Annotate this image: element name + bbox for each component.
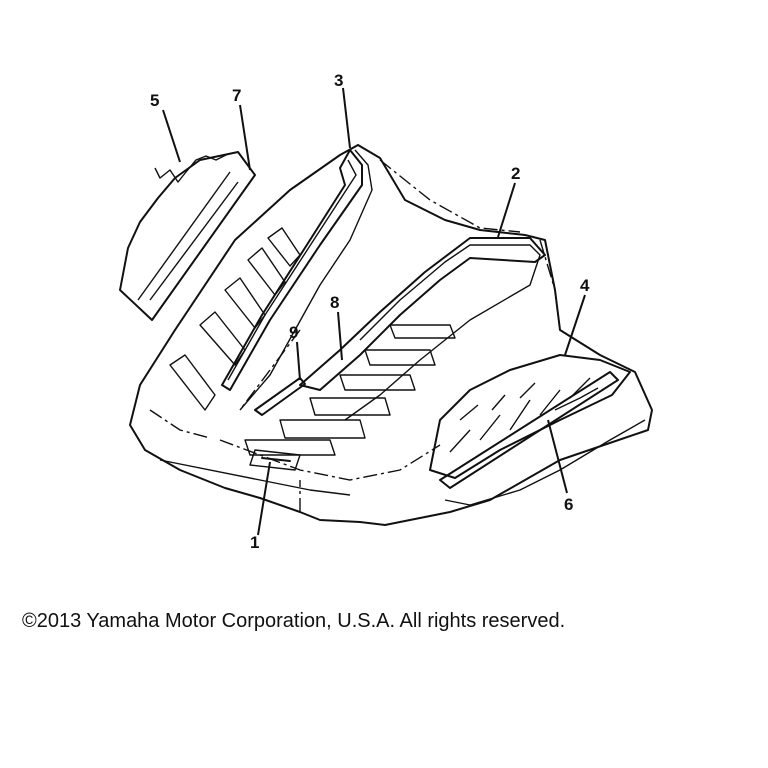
side-decal-part [119,151,256,321]
callout-6: 6 [564,495,573,514]
callout-7: 7 [232,86,241,105]
leader-lines [162,87,586,536]
callout-3: 3 [334,71,343,90]
callout-2: 2 [511,164,520,183]
center-vent-slats [244,324,456,456]
callout-5: 5 [150,91,159,110]
small-emblem-strip [254,377,306,416]
copyright-notice: ©2013 Yamaha Motor Corporation, U.S.A. A… [22,610,566,632]
hood-stripe [221,149,363,391]
right-side-decal [429,354,646,506]
panel-stripe [299,237,546,391]
hood-body [129,144,653,526]
callout-8: 8 [330,293,339,312]
callout-1: 1 [250,533,259,552]
callout-4: 4 [580,276,590,295]
callout-9: 9 [289,323,298,342]
callouts: 5 7 3 2 4 8 9 6 1 [150,71,590,552]
